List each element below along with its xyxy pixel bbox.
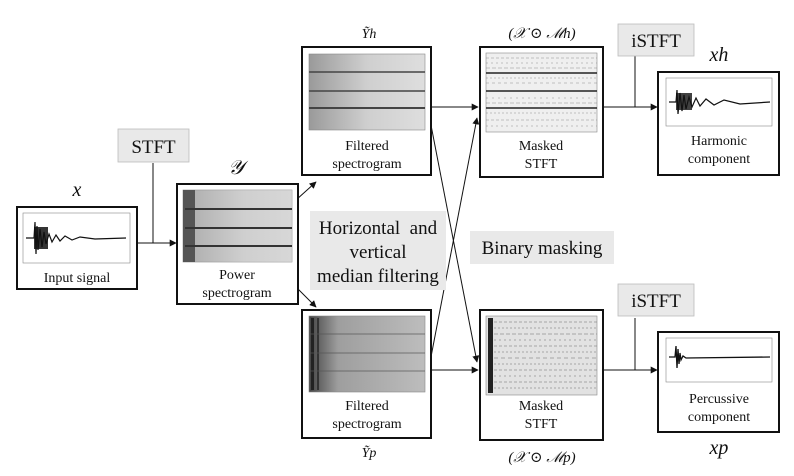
median-filtering-line-3: median filtering [317,266,439,287]
input-signal-symbol: x [72,179,82,201]
arrow-power-to-filtered-h [295,181,317,201]
filtered-h-caption-line-1: Filtered [345,139,389,154]
connectors [137,55,658,374]
percussive-caption-line-2: component [688,410,750,425]
harmonic-symbol: xh [709,44,729,66]
harmonic-component-node: xh Harmonic component [657,44,780,176]
masked-stft-h-node: (𝒳 ⊙ ℳh) Masked STFT [479,26,604,178]
filtered-spectrogram-h-node: Ỹh Filtered spectrogram [301,25,432,176]
filtered-p-caption-line-1: Filtered [345,399,389,414]
median-filtering-line-1: Horizontal and [319,218,438,239]
filtered-p-image [308,315,426,393]
arrow-filtered-p-to-masked-h [429,117,480,363]
percussive-waveform-panel [665,337,773,383]
masked-stft-p-node: Masked STFT (𝒳 ⊙ ℳp) [479,309,604,466]
masked-h-symbol: (𝒳 ⊙ ℳh) [508,26,575,42]
harmonic-caption-line-1: Harmonic [691,134,747,149]
masked-p-caption-line-1: Masked [519,399,563,414]
filtered-h-caption-line-2: spectrogram [332,157,401,172]
filtered-spectrogram-p-node: Filtered spectrogram Ỹp [301,309,432,461]
filtered-h-symbol: Ỹh [362,25,377,42]
masked-h-caption-line-1: Masked [519,139,563,154]
masked-h-caption-line-2: STFT [525,157,558,172]
power-spectrogram-node: 𝒴 Power spectrogram [176,157,299,305]
power-caption-line-1: Power [219,268,255,283]
masked-p-symbol: (𝒳 ⊙ ℳp) [508,450,575,466]
masked-h-image [485,52,598,133]
median-filtering-tag: Horizontal and vertical median filtering [310,211,446,290]
percussive-waveform [669,345,771,369]
istft-bottom-label: iSTFT [631,291,681,312]
binary-masking-label: Binary masking [482,238,603,259]
istft-top-label: iSTFT [631,31,681,52]
stft-tag: STFT [117,128,190,163]
filtered-p-symbol: Ỹp [362,444,377,461]
arrow-power-to-filtered-p [295,286,317,308]
masked-p-caption-line-2: STFT [525,417,558,432]
percussive-caption-line-1: Percussive [689,392,749,407]
filtered-p-caption-line-2: spectrogram [332,417,401,432]
input-signal-node: x Input signal [16,179,138,290]
input-caption-line-1: Input signal [44,271,111,286]
filtered-h-image [308,53,426,131]
harmonic-caption-line-2: component [688,152,750,167]
binary-masking-tag: Binary masking [470,231,614,264]
istft-top-tag: iSTFT [617,23,695,57]
power-caption-line-2: spectrogram [202,286,271,301]
harmonic-waveform-envelope [676,93,692,110]
median-filtering-line-2: vertical [350,242,407,263]
input-waveform-envelope [34,227,48,249]
power-spectrogram-symbol: 𝒴 [228,157,249,179]
stft-label: STFT [131,137,176,158]
istft-bottom-tag: iSTFT [617,283,695,317]
percussive-component-node: Percussive component xp [657,331,780,459]
percussive-symbol: xp [709,437,729,459]
